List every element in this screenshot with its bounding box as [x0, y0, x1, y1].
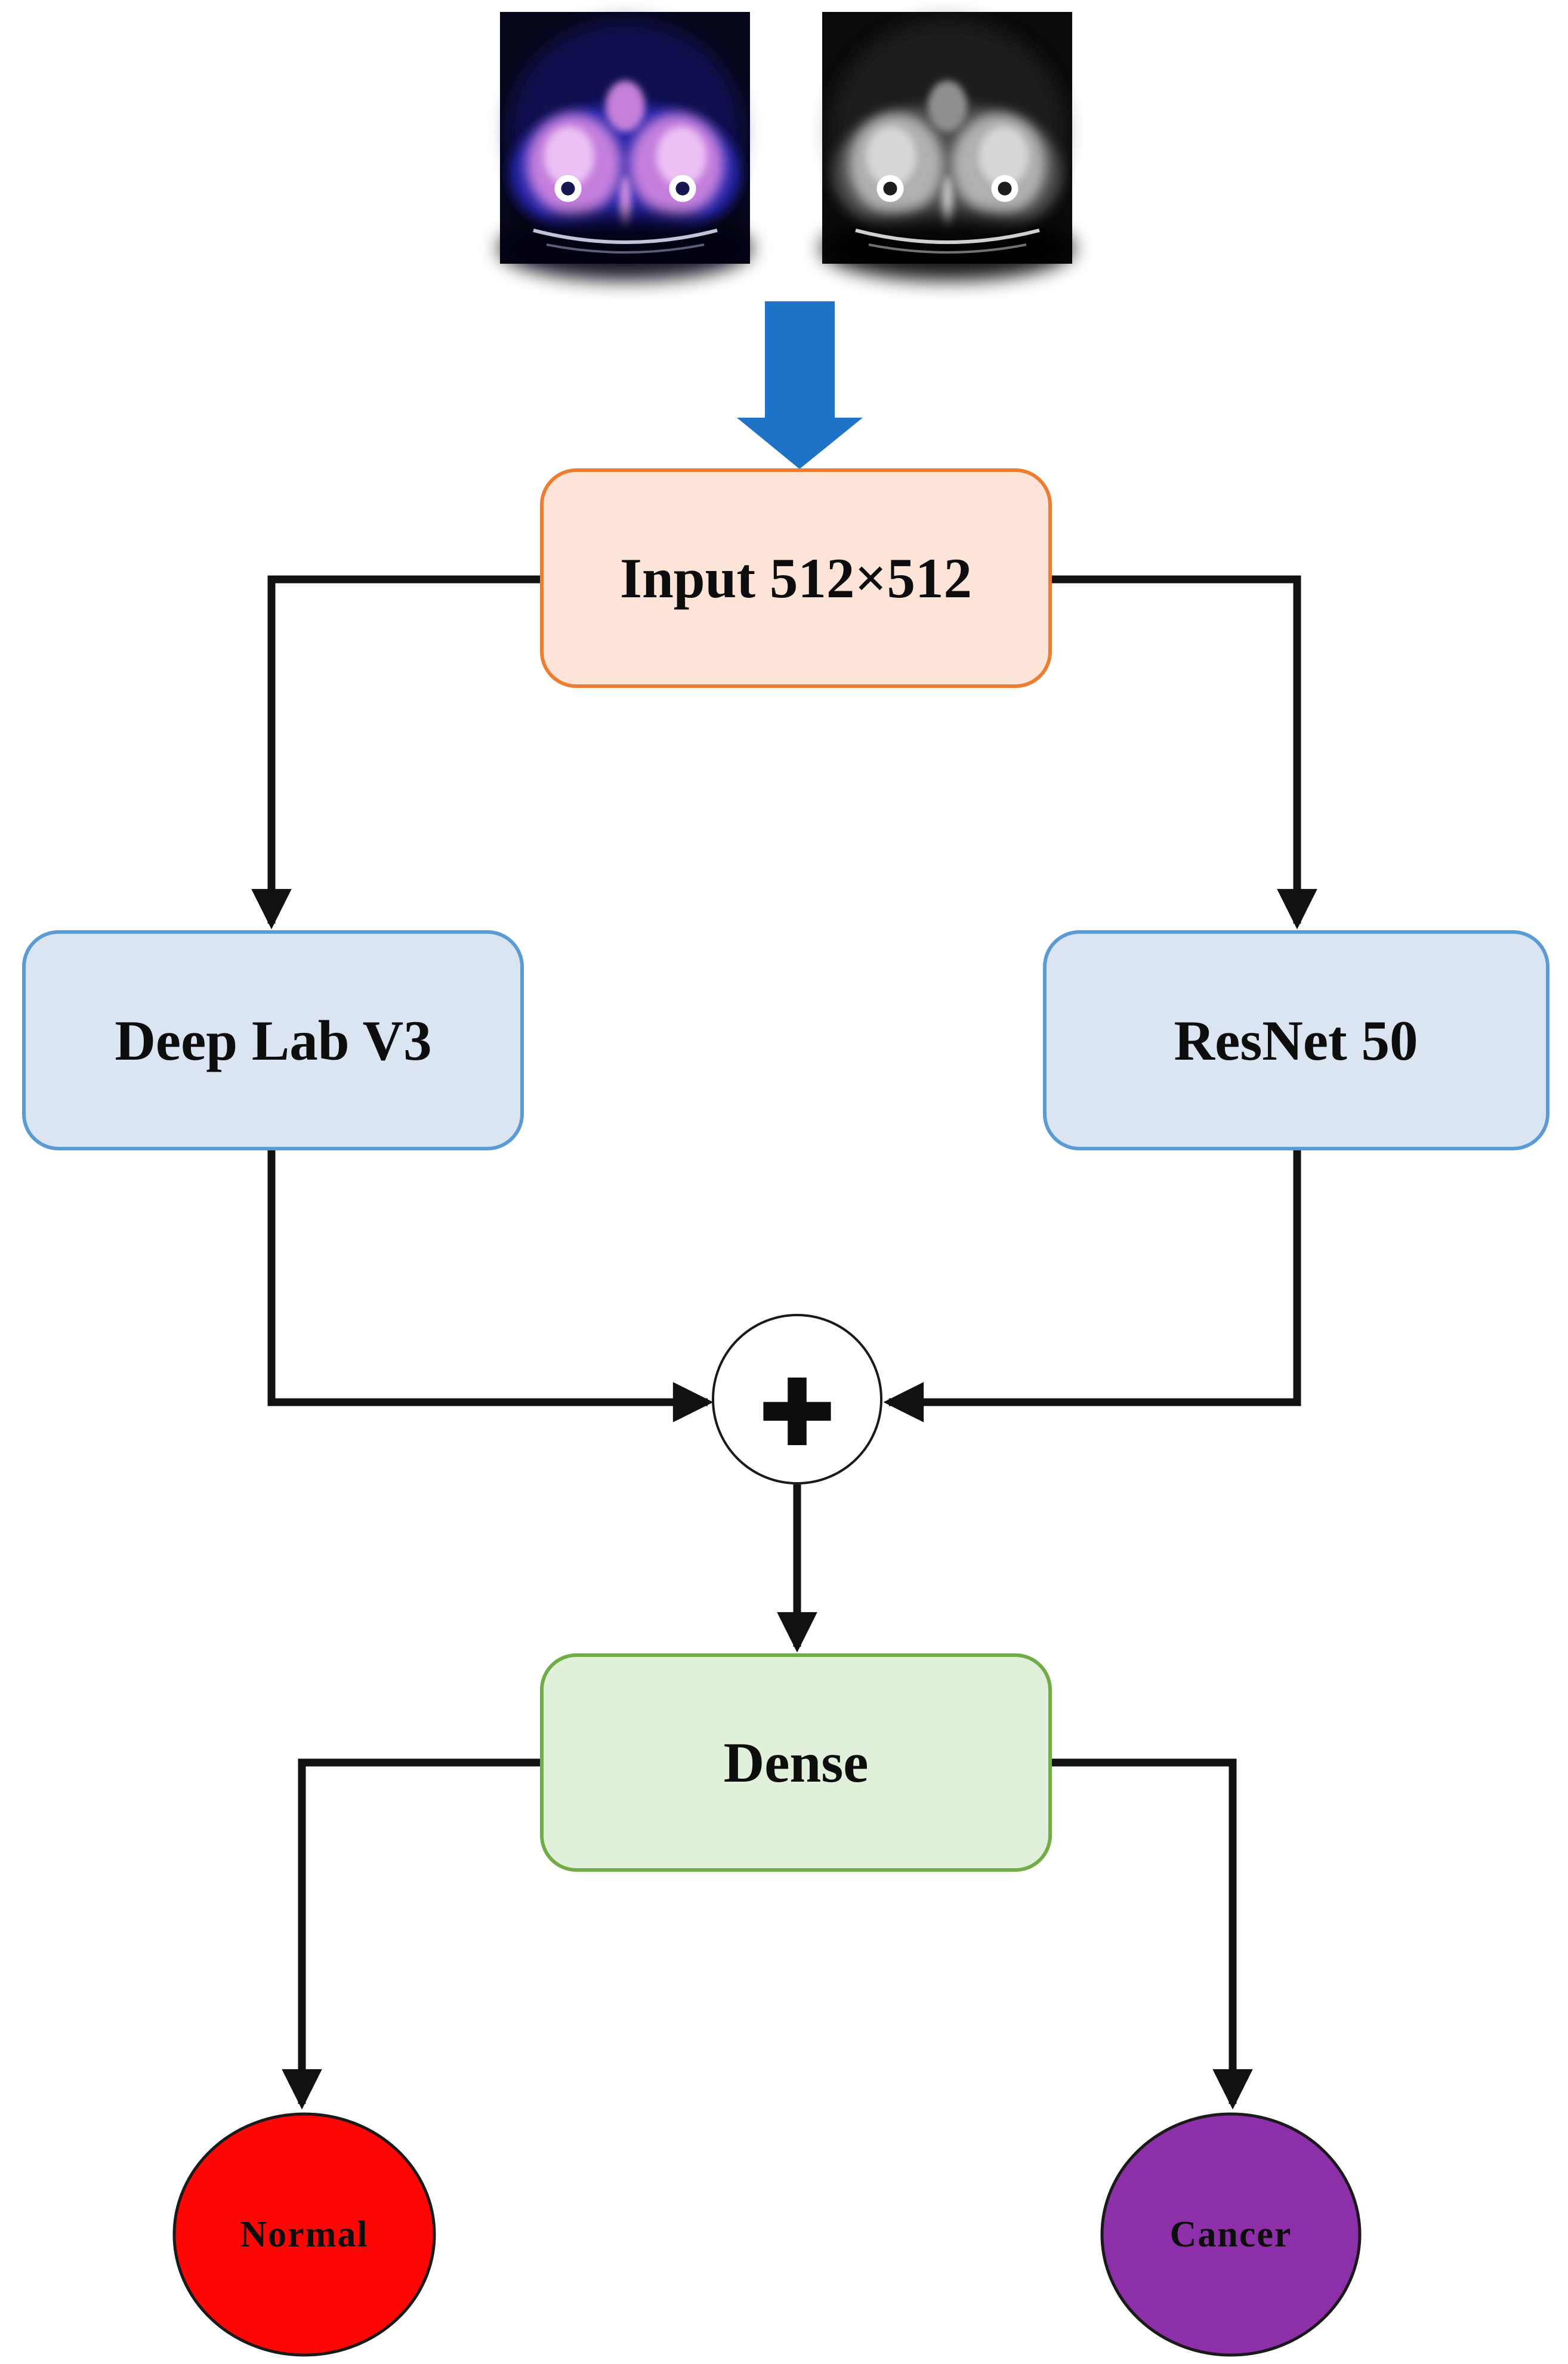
cancer-node-circle — [1100, 2112, 1362, 2357]
merge-node: + — [712, 1314, 882, 1485]
edge-dense-to-normal — [282, 1758, 542, 2110]
ct-color-table-line-2 — [546, 243, 705, 254]
ct-gray-muscle-core-left — [866, 126, 916, 186]
ct-gray-table-line — [855, 229, 1040, 244]
edge-resnet-to-merge — [883, 1149, 1301, 1422]
merge-node-circle — [712, 1314, 882, 1485]
ct-color-top-organ — [606, 81, 645, 132]
resnet-node-box — [1043, 930, 1550, 1150]
ct-gray-femur-right — [991, 175, 1018, 202]
edge-deeplab-to-merge — [267, 1149, 714, 1422]
ct-color-femur-left — [554, 175, 582, 202]
cancer-node-label: Cancer — [1170, 2214, 1292, 2255]
input-node: Input 512×512 — [540, 468, 1052, 688]
ct-color-table-line — [533, 229, 718, 244]
deeplab-node-label: Deep Lab V3 — [115, 1009, 431, 1072]
ct-gray-femur-left — [876, 175, 904, 202]
images-to-input-arrow-icon — [737, 301, 863, 469]
normal-node-label: Normal — [240, 2214, 368, 2255]
edge-dense-to-cancer — [1050, 1758, 1253, 2110]
dense-node: Dense — [540, 1653, 1052, 1872]
edge-input-to-resnet — [1050, 575, 1317, 930]
edge-input-to-deeplab — [251, 575, 542, 930]
dense-node-box — [540, 1653, 1052, 1872]
ct-gray-midline — [942, 175, 953, 228]
ct-color-muscle-core-left — [544, 126, 594, 186]
cancer-node: Cancer — [1100, 2112, 1362, 2357]
dense-node-label: Dense — [724, 1731, 869, 1794]
ct-gray-top-organ — [928, 81, 967, 132]
ct-scan-color-image — [499, 12, 752, 280]
input-node-label: Input 512×512 — [620, 547, 972, 610]
ct-color-midline — [619, 175, 631, 228]
ct-gray-muscle-core-right — [979, 126, 1029, 186]
resnet-node-label: ResNet 50 — [1174, 1009, 1418, 1072]
merge-plus-symbol: + — [757, 1353, 837, 1464]
ct-gray-table-line-2 — [868, 243, 1027, 254]
resnet-node: ResNet 50 — [1043, 930, 1550, 1150]
deeplab-node-box — [22, 930, 524, 1150]
ct-color-muscle-core-right — [656, 126, 706, 186]
deeplab-node: Deep Lab V3 — [22, 930, 524, 1150]
normal-node: Normal — [172, 2112, 436, 2357]
ct-color-femur-right — [669, 175, 696, 202]
input-node-box — [540, 468, 1052, 688]
ct-scan-gray-image — [821, 12, 1074, 280]
ct-color-bottom-shadow — [499, 216, 752, 280]
ct-gray-bottom-shadow — [821, 216, 1074, 280]
normal-node-circle — [172, 2112, 436, 2357]
